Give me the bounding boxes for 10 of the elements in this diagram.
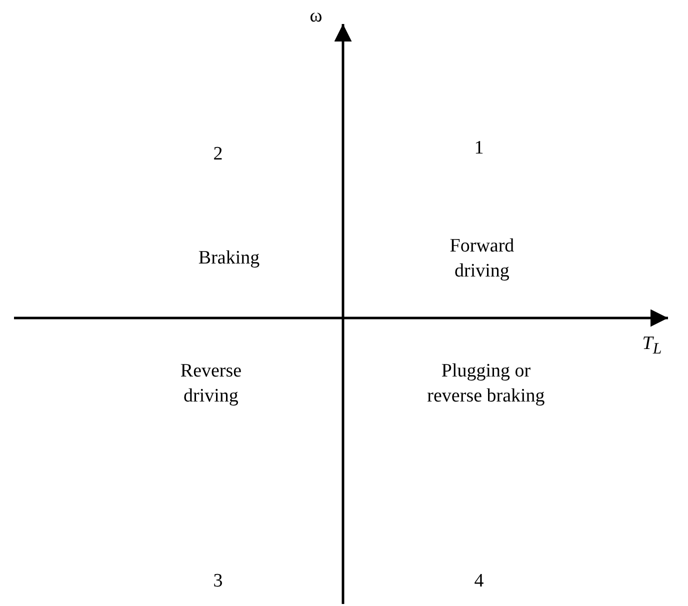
quadrant-label: Braking bbox=[198, 246, 260, 271]
quadrant-number: 4 bbox=[474, 570, 484, 594]
quadrant-number: 3 bbox=[213, 570, 223, 594]
quadrant-label: Reverse driving bbox=[179, 359, 243, 408]
axis-label: T$_{L}$ bbox=[642, 332, 662, 360]
quadrant-number: 2 bbox=[213, 142, 223, 167]
quadrant-label: Plugging or reverse braking bbox=[426, 359, 546, 408]
axis-label: ω bbox=[310, 4, 322, 29]
quadrant-label: Forward driving bbox=[448, 234, 516, 283]
quadrant-number: 1 bbox=[474, 136, 484, 161]
